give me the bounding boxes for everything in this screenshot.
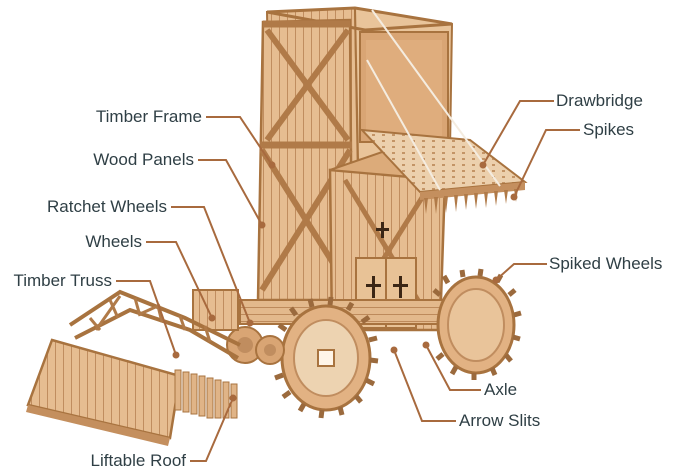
- label-wheels: Wheels: [85, 232, 142, 251]
- leader-drawbridge: [479, 100, 554, 169]
- leader-timber-frame: [206, 116, 276, 169]
- leader-ratchet-wheels: [171, 206, 254, 327]
- leader-timber-truss: [116, 280, 180, 359]
- label-liftable-roof: Liftable Roof: [90, 451, 186, 470]
- leader-liftable-roof: [190, 394, 237, 462]
- leader-wheels: [146, 241, 216, 322]
- label-spikes: Spikes: [583, 120, 635, 139]
- leader-arrow-slits: [390, 346, 456, 422]
- label-arrow-slits: Arrow Slits: [459, 411, 541, 430]
- label-spiked-wheels: Spiked Wheels: [549, 254, 663, 273]
- label-axle: Axle: [484, 380, 518, 399]
- leader-spiked-wheels: [492, 263, 547, 284]
- label-timber-truss: Timber Truss: [13, 271, 112, 290]
- label-timber-frame: Timber Frame: [95, 107, 202, 126]
- leader-spikes: [510, 129, 580, 201]
- label-ratchet-wheels: Ratchet Wheels: [47, 197, 167, 216]
- leader-axle: [422, 341, 481, 391]
- leader-wood-panels: [198, 159, 266, 229]
- label-drawbridge: Drawbridge: [556, 91, 643, 110]
- label-wood-panels: Wood Panels: [93, 150, 194, 169]
